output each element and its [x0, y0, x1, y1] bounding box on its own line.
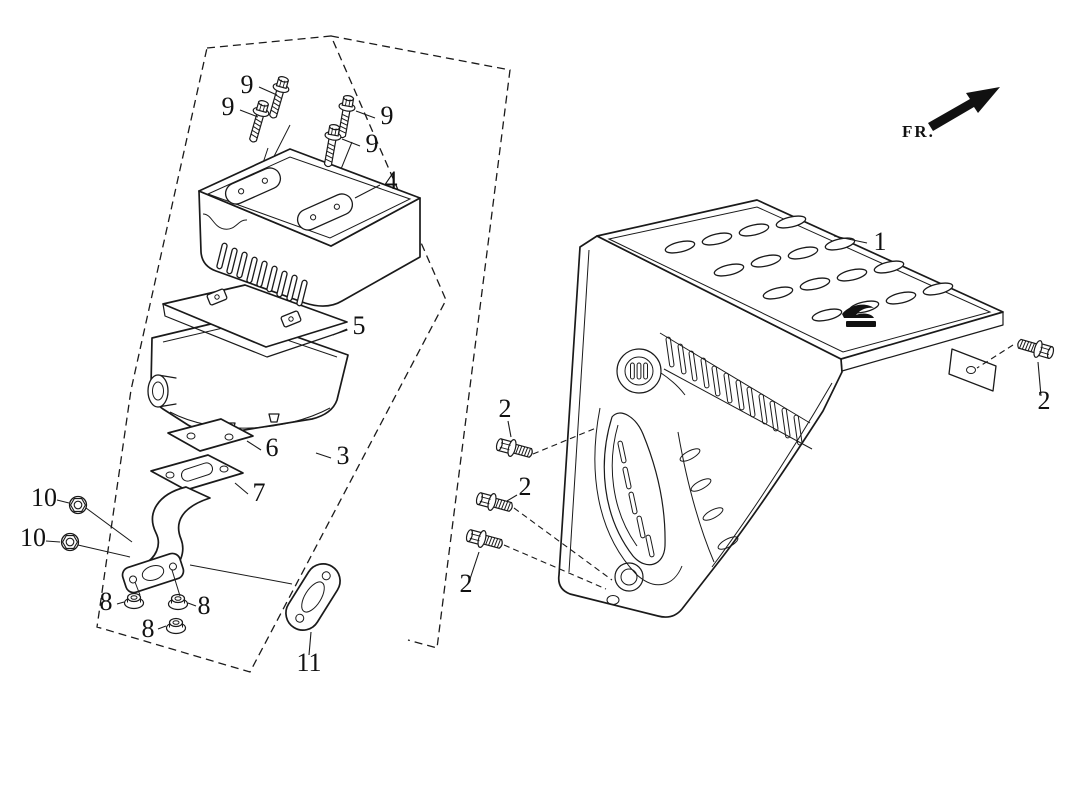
flange-nut-10: [60, 495, 133, 558]
top-vent-slots: [664, 215, 954, 322]
fr-arrow-icon: [928, 87, 1000, 131]
callout-10: 10: [20, 523, 46, 552]
callout-9: 9: [366, 129, 379, 158]
callout-8: 8: [100, 587, 113, 616]
cover-pad: [224, 167, 282, 205]
callout-2: 2: [460, 569, 473, 598]
callout-1: 1: [874, 227, 887, 256]
leg-vent-band: [659, 332, 813, 450]
gasket-lower: [150, 454, 244, 491]
callout-9: 9: [222, 92, 235, 121]
callout-11: 11: [296, 648, 321, 677]
callout-2: 2: [1038, 386, 1051, 415]
callout-leader-lines: [45, 86, 1042, 656]
fr-direction-indicator: FR.: [902, 87, 1000, 141]
callout-9: 9: [381, 101, 394, 130]
callout-8: 8: [198, 591, 211, 620]
exhaust-gasket: [189, 563, 341, 631]
cover-louvers: [216, 242, 308, 307]
callout-2: 2: [519, 472, 532, 501]
muffler-protector-assembly: [464, 199, 1056, 618]
callout-5: 5: [353, 311, 366, 340]
callout-9: 9: [241, 70, 254, 99]
callout-7: 7: [253, 478, 266, 507]
boss-circle-bottom: [606, 562, 644, 605]
air-cleaner-assembly: [60, 74, 421, 635]
callout-4: 4: [385, 166, 398, 195]
alignment-dashed-lines: [503, 344, 1014, 590]
cover-pad: [296, 193, 354, 231]
gasket-upper: [167, 418, 254, 452]
brand-logo-icon: [842, 304, 876, 327]
filter-element-tray: [162, 284, 348, 358]
elbow-flange: [121, 552, 185, 594]
protector-leg-panel: [557, 235, 843, 618]
air-cleaner-cover: [198, 148, 421, 307]
hex-nut-8: [123, 569, 189, 635]
callout-8: 8: [142, 614, 155, 643]
boss-circle-top: [616, 348, 686, 396]
mount-bracket: [948, 348, 997, 392]
callout-2: 2: [499, 394, 512, 423]
callout-10: 10: [31, 483, 57, 512]
protector-top-panel: [596, 199, 1004, 392]
callout-labels: 9 9 9 9 4 5 6 3 7 10 10 8 8 8 11 1 2 2 2…: [20, 70, 1051, 677]
inlet-port: [147, 374, 177, 408]
callout-3: 3: [337, 441, 350, 470]
assembly-boundary-outline: [96, 35, 511, 673]
callout-6: 6: [266, 433, 279, 462]
fr-label: FR.: [902, 122, 935, 141]
teardrop-vent: [594, 407, 683, 586]
intake-elbow: [121, 486, 211, 594]
ladder-channel: [677, 382, 833, 568]
